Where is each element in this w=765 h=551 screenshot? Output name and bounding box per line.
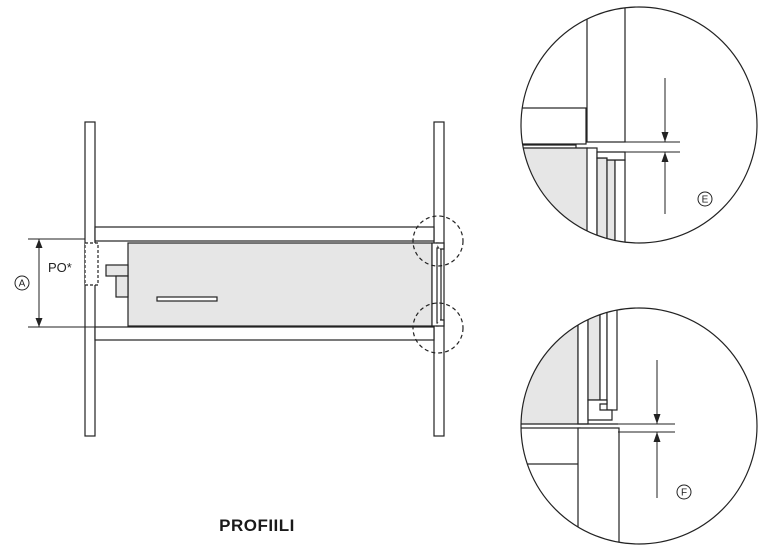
hinge-block-upper (105, 264, 129, 277)
detail-e-label: E (697, 191, 713, 207)
detail-e-view: E (520, 6, 758, 244)
front-profile-top-hook (436, 242, 445, 250)
front-overlay-dashed (84, 242, 99, 286)
dimension-a-label: A (14, 275, 30, 291)
top-shelf (94, 226, 435, 242)
drawer-handle (156, 296, 218, 302)
detail-f-label: F (676, 484, 692, 500)
dimension-a-arrow-bottom (35, 318, 43, 327)
svg-text:A: A (19, 279, 26, 290)
svg-text:E: E (702, 195, 709, 206)
front-overlay-label: PO* (48, 260, 72, 275)
svg-text:F: F (681, 488, 687, 499)
front-profile-bottom-hook (436, 319, 445, 327)
dimension-a-arrow-top (35, 239, 43, 248)
detail-marker-e (412, 215, 464, 267)
drawer-box (127, 242, 433, 327)
detail-f-view: F (520, 307, 758, 545)
diagram-title: PROFIILI (219, 516, 295, 535)
detail-e-circle (520, 6, 758, 244)
hinge-block-lower (115, 275, 129, 298)
detail-marker-f (412, 302, 464, 354)
front-profile-inner (436, 247, 442, 324)
cabinet-section-view (28, 121, 464, 437)
bottom-shelf (94, 326, 435, 341)
detail-f-circle (520, 307, 758, 545)
